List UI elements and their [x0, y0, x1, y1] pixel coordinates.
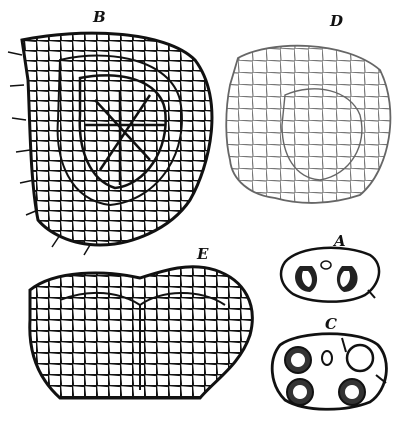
label-e: E	[197, 245, 208, 263]
panel-c	[272, 334, 386, 410]
panel-b	[0, 20, 230, 260]
panel-a	[281, 248, 379, 302]
label-b: B	[93, 8, 106, 26]
panel-e	[20, 255, 265, 405]
panel-d	[220, 35, 405, 215]
label-a: A	[334, 232, 346, 250]
label-d: D	[330, 12, 343, 30]
label-c: C	[325, 315, 337, 333]
